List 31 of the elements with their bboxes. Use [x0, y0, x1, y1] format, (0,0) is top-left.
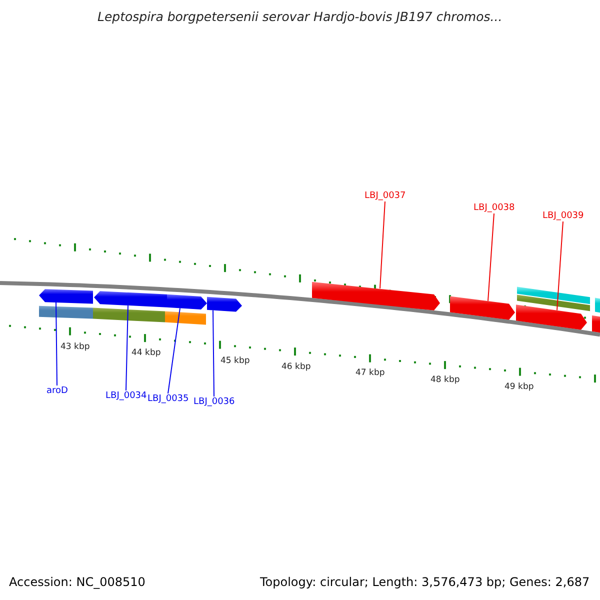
gene-feature — [312, 282, 440, 310]
gene-feature — [450, 296, 515, 320]
gene-feature — [39, 289, 93, 304]
scale-label: 47 kbp — [356, 369, 385, 378]
scale-label: 43 kbp — [60, 342, 90, 352]
gene-feature — [516, 304, 587, 330]
scale-label: 49 kbp — [504, 382, 534, 392]
leader-line — [56, 302, 58, 386]
gene-feature — [207, 296, 242, 312]
scale-label: 46 kbp — [282, 362, 311, 372]
leader-line — [126, 304, 128, 391]
leader-line — [168, 308, 180, 394]
accession-text: Accession: NC_008510 — [9, 576, 146, 588]
gene-label: LBJ_0036 — [194, 398, 235, 406]
leader-line — [380, 201, 386, 289]
gene-label: aroD — [46, 386, 68, 396]
title: Leptospira borgpetersenii serovar Hardjo-bovis JB197 chromos... — [98, 11, 502, 24]
gene-feature — [94, 291, 167, 308]
gene-feature — [167, 294, 207, 310]
scale-label: 48 kbp — [430, 376, 460, 385]
leader-line — [488, 213, 494, 302]
gene-label: LBJ_0035 — [148, 394, 189, 404]
scale-label: 44 kbp — [132, 349, 161, 358]
gene-label: LBJ_0038 — [474, 204, 515, 212]
leader-line — [556, 221, 564, 311]
genome-summary: Topology: circular; Length: 3,576,473 bp; Genes: 2,687 — [260, 576, 590, 588]
scale-label: 45 kbp — [220, 357, 250, 366]
gene-label: LBJ_0034 — [106, 392, 147, 400]
gene-label: LBJ_0039 — [542, 212, 584, 220]
leader-line — [212, 310, 214, 397]
gene-label: LBJ_0037 — [364, 192, 406, 200]
